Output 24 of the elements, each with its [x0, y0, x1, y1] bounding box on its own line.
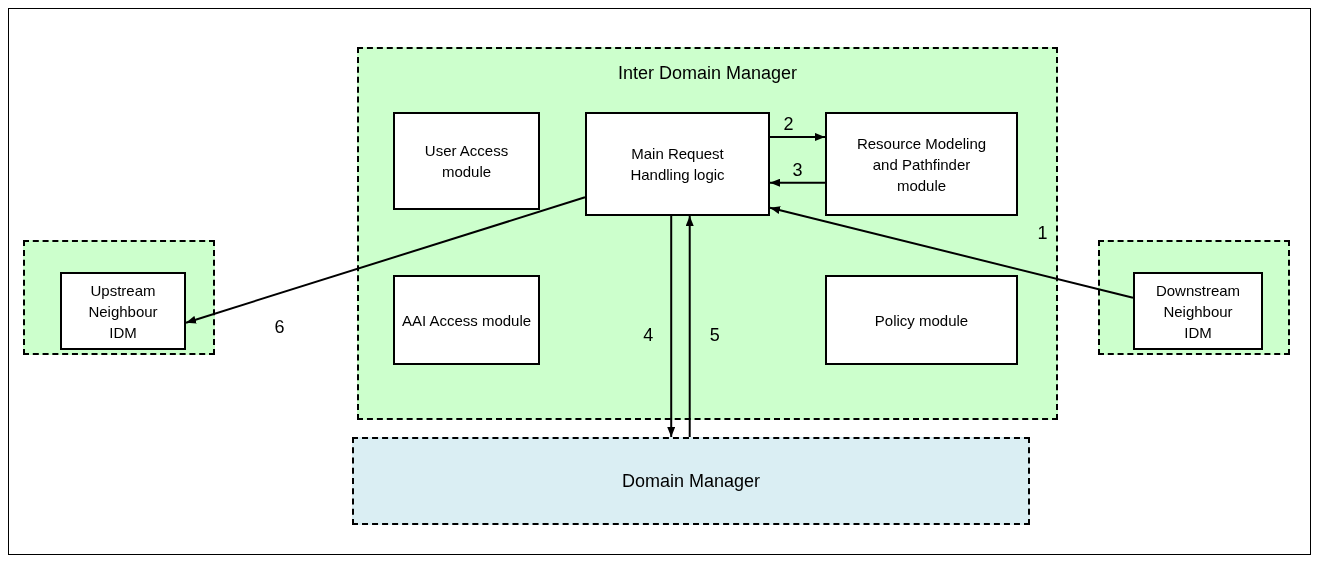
arrow: [185, 196, 586, 324]
arrow: [667, 215, 676, 438]
step-number: 5: [709, 324, 720, 345]
step-number: 4: [643, 324, 654, 345]
manager-box: Domain Manager: [352, 437, 1030, 525]
arrow: [685, 215, 694, 438]
arrow: [769, 132, 826, 141]
module-box: User Access module: [393, 112, 540, 210]
module-box: AAI Access module: [393, 275, 540, 365]
module-box: Downstream Neighbour IDM: [1133, 272, 1263, 350]
container-title: Inter Domain Manager: [616, 63, 799, 84]
module-box: Policy module: [825, 275, 1018, 365]
step-number: 6: [274, 317, 285, 337]
arrow: [769, 178, 826, 187]
module-box: Upstream Neighbour IDM: [60, 272, 186, 350]
step-number: 2: [783, 113, 794, 134]
dashed-container: [23, 240, 215, 355]
module-box: Main Request Handling logic: [585, 112, 770, 216]
dashed-container: [357, 47, 1058, 420]
arrow: [769, 206, 1134, 299]
module-box: Resource Modeling and Pathfinder module: [825, 112, 1018, 216]
step-number: 3: [792, 159, 803, 180]
dashed-container: [1098, 240, 1290, 355]
step-number: 1: [1037, 222, 1048, 243]
